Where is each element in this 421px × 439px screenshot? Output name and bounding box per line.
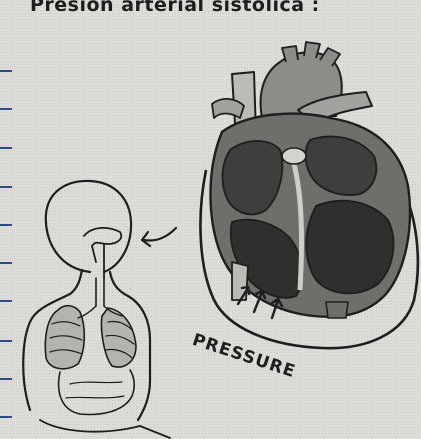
heart <box>200 42 417 348</box>
head-outline <box>46 181 131 272</box>
human-figure <box>23 181 170 438</box>
trachea <box>96 278 104 306</box>
airway-cavity <box>84 228 121 262</box>
inferior-vena-cava <box>232 262 248 300</box>
valve <box>282 148 306 164</box>
lungs <box>45 306 136 369</box>
abdomen <box>59 370 135 414</box>
left-ventricle <box>306 201 393 294</box>
pointer-arrow <box>142 228 176 246</box>
